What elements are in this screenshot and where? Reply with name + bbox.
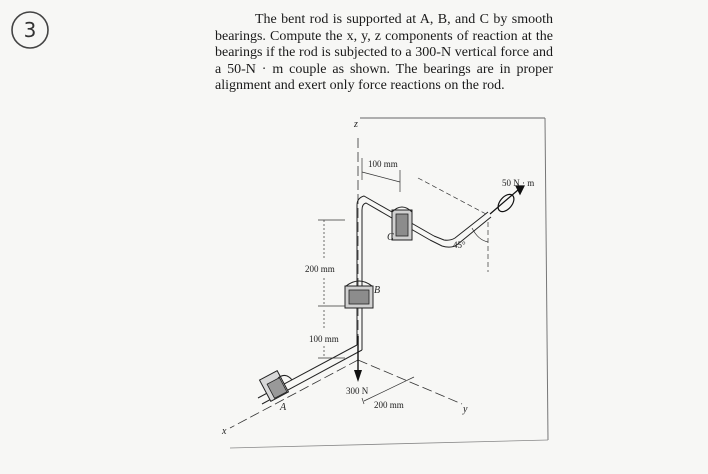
dim-200mm-left-label: 200 mm [305,264,335,274]
dimension-100mm-left [318,310,345,359]
frame-bottom-line [229,439,549,449]
frame-right-line [544,117,549,441]
x-axis-label: x [221,426,227,437]
dim-100mm-left-label: 100 mm [309,334,339,344]
dim-100mm-top-label: 100 mm [368,159,398,169]
x-axis-line [229,359,359,429]
bearing-c [391,206,413,241]
problem-number-circle: 3 [11,11,49,49]
point-b-label: B [374,285,380,296]
force-arrow-300n [354,336,362,382]
dimension-200mm-left [318,219,345,307]
angle-45-construction [417,177,489,272]
couple-moment-icon [489,185,525,215]
bearing-a [258,370,293,402]
y-axis-label: y [462,404,468,415]
point-c-label: C [387,232,394,243]
force-300n-label: 300 N [346,386,369,396]
dimension-100mm-top [361,158,401,192]
bearing-b [344,280,374,309]
couple-50nm-label: 50 N · m [502,178,534,188]
problem-number: 3 [24,18,37,42]
problem-statement: The bent rod is supported at A, B, and C… [215,12,553,95]
dim-200mm-bottom-label: 200 mm [374,400,404,410]
angle-45-label: 45° [453,240,466,250]
point-a-label: A [279,402,287,413]
z-axis-label: z [353,119,358,130]
y-axis-line [357,359,463,405]
bent-rod [257,195,492,405]
dimension-200mm-bottom [361,376,415,405]
problem-statement-text: The bent rod is supported at A, B, and C… [215,12,553,93]
